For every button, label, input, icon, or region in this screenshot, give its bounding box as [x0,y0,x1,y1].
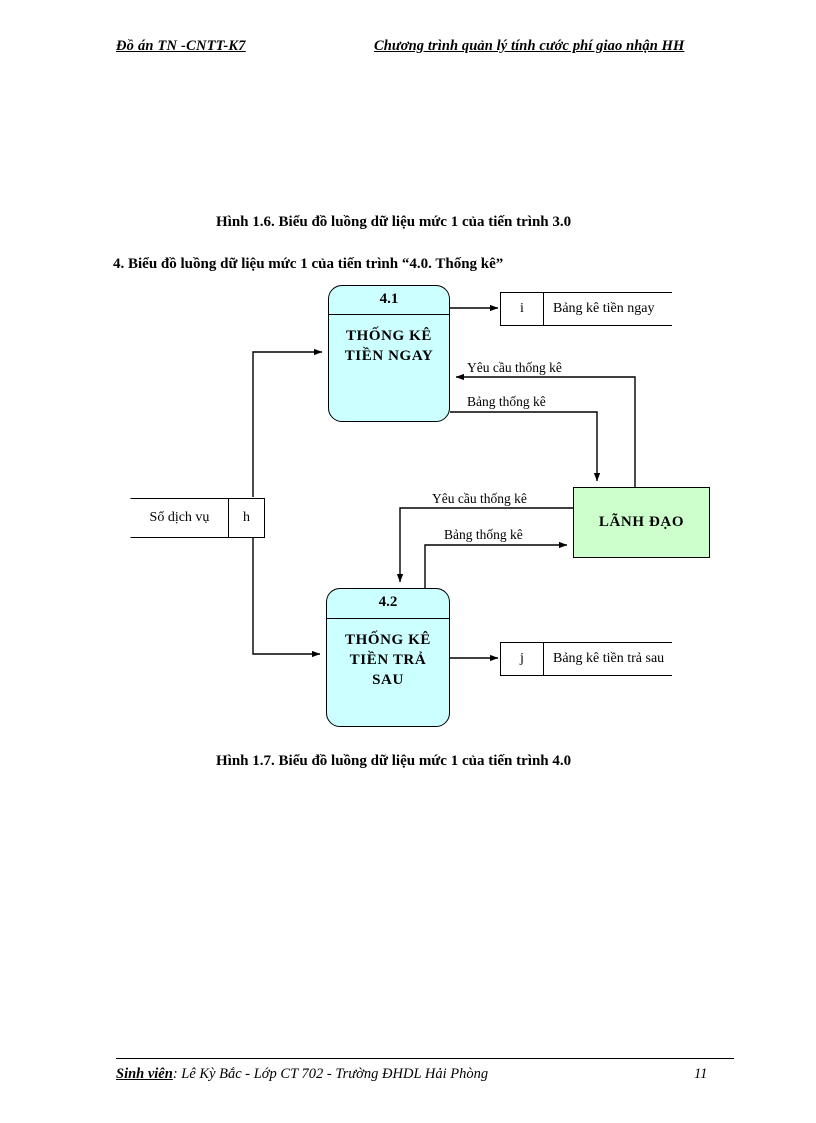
datastore-h-code: h [228,499,265,537]
header-left-text: Đồ án TN -CNTT-K7 [116,38,246,54]
figure-1-7-caption: Hình 1.7. Biểu đồ luồng dữ liệu mức 1 củ… [216,753,572,769]
footer-student-label: Sinh viên [116,1066,173,1082]
section-heading-4: 4. Biểu đồ luồng dữ liệu mức 1 của tiến … [113,256,504,272]
entity-lanh-dao[interactable]: LÃNH ĐẠO [573,487,710,558]
process-4-2-name-line3: SAU [372,672,404,688]
flow-label-bang-thong-ke-bottom: Bảng thống kê [444,527,523,542]
process-4-2-name-line1: THỐNG KÊ [344,632,432,648]
flow-label-yeu-cau-thong-ke-top: Yêu cầu thống kê [467,360,562,375]
process-4-2[interactable]: 4.2 THỐNG KÊ TIỀN TRẢ SAU [326,588,450,727]
process-4-2-name-line2: TIỀN TRẢ [349,652,427,668]
datastore-bang-ke-tien-tra-sau[interactable]: j Bảng kê tiền trả sau [500,642,672,676]
footer-page-number: 11 [694,1066,708,1082]
flow-label-bang-thong-ke-top: Bảng thống kê [467,394,546,409]
datastore-so-dich-vu[interactable]: Sổ dịch vụ h [130,498,265,538]
process-4-1-divider [329,314,449,315]
process-4-2-divider [327,618,449,619]
footer-student-details: : Lê Kỳ Bắc - Lớp CT 702 - Trường ĐHDL H… [172,1066,489,1082]
datastore-j-label: Bảng kê tiền trả sau [553,651,665,666]
datastore-bang-ke-tien-ngay[interactable]: i Bảng kê tiền ngay [500,292,672,326]
footer-divider [116,1058,734,1059]
header-right-text: Chương trình quản lý tính cước phí giao … [374,38,685,54]
process-4-1[interactable]: 4.1 THỐNG KÊ TIỀN NGAY [328,285,450,422]
datastore-j-code: j [500,643,544,675]
process-4-1-name-line1: THỐNG KÊ [345,328,433,344]
datastore-h-label: Sổ dịch vụ [149,510,210,525]
process-4-1-name-line2: TIỀN NGAY [344,348,434,364]
figure-1-6-caption: Hình 1.6. Biểu đồ luồng dữ liệu mức 1 củ… [216,214,572,230]
flow-label-yeu-cau-thong-ke-bottom: Yêu cầu thống kê [432,491,527,506]
datastore-i-label: Bảng kê tiền ngay [553,301,655,316]
process-4-1-number: 4.1 [379,291,399,307]
footer-student-text: Sinh viên: Lê Kỳ Bắc - Lớp CT 702 - Trườ… [116,1066,488,1083]
datastore-i-code: i [500,293,544,325]
process-4-2-number: 4.2 [378,594,398,610]
